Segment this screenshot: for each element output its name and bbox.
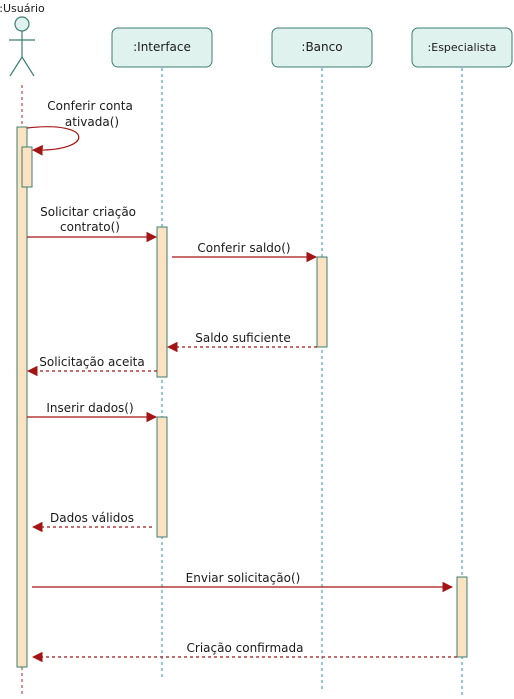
activation-usuario <box>16 126 28 668</box>
object-especialista: :Especialista <box>411 27 513 68</box>
message-label-criacao-confirmada: Criação confirmada <box>187 641 304 655</box>
message-label-solicitacao-aceita: Solicitação aceita <box>39 355 144 369</box>
actor-usuario-label: :Usuário <box>0 2 45 15</box>
activation-usuario-self <box>21 146 33 188</box>
message-label-line: Solicitar criação <box>40 205 136 219</box>
message-label-solicitar-criacao: Solicitar criação contrato() <box>40 205 140 234</box>
message-label-dados-validos: Dados válidos <box>50 511 134 525</box>
message-label-line: Conferir conta <box>47 99 133 113</box>
object-interface: :Interface <box>111 27 213 68</box>
object-banco-label: :Banco <box>301 40 342 54</box>
message-label-inserir-dados: Inserir dados() <box>46 401 133 415</box>
activation-interface-2 <box>156 416 168 538</box>
object-banco: :Banco <box>271 27 373 68</box>
message-label-conferir-saldo: Conferir saldo() <box>197 241 290 255</box>
message-label-enviar-solicitacao: Enviar solicitação() <box>186 571 301 585</box>
message-label-conferir-conta: Conferir conta ativada() <box>47 99 136 129</box>
message-label-line: ativada() <box>65 115 119 129</box>
message-label-saldo-suficiente: Saldo suficiente <box>195 331 291 345</box>
activation-interface-1 <box>156 226 168 378</box>
activation-especialista <box>456 576 468 658</box>
object-interface-label: :Interface <box>133 40 191 54</box>
object-especialista-label: :Especialista <box>428 41 497 54</box>
actor-usuario: :Usuário <box>0 2 45 77</box>
message-label-line: contrato() <box>60 220 120 234</box>
stick-figure-icon <box>9 16 35 77</box>
message-arrow-conferir-conta <box>26 126 80 156</box>
activation-banco <box>316 256 328 348</box>
